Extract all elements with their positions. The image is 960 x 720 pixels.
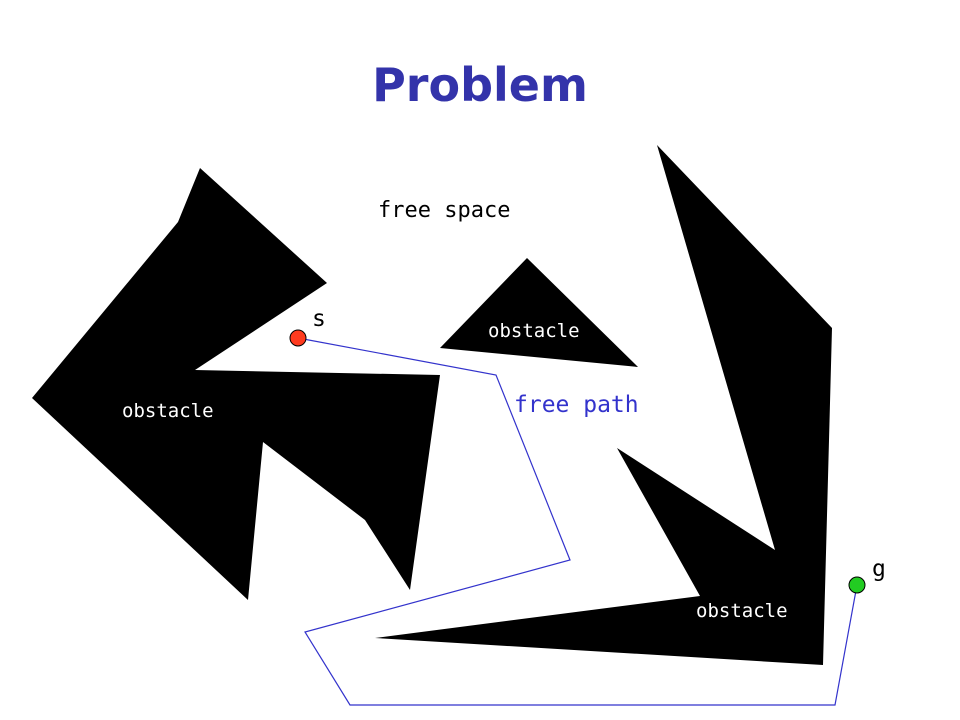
obstacle-right — [375, 145, 832, 665]
obstacle-middle — [440, 258, 638, 367]
start-point — [289, 329, 307, 347]
obstacle-middle-label: obstacle — [488, 320, 580, 342]
goal-label: g — [872, 556, 886, 582]
slide-title: Problem — [372, 58, 588, 112]
goal-point — [848, 576, 866, 594]
free-space-label: free space — [378, 198, 511, 223]
obstacle-left — [32, 168, 440, 600]
obstacle-left-label: obstacle — [122, 400, 214, 422]
free-path-label: free path — [514, 392, 639, 418]
free-path-line — [297, 337, 858, 706]
start-label: s — [312, 306, 326, 332]
obstacle-right-label: obstacle — [696, 600, 788, 622]
